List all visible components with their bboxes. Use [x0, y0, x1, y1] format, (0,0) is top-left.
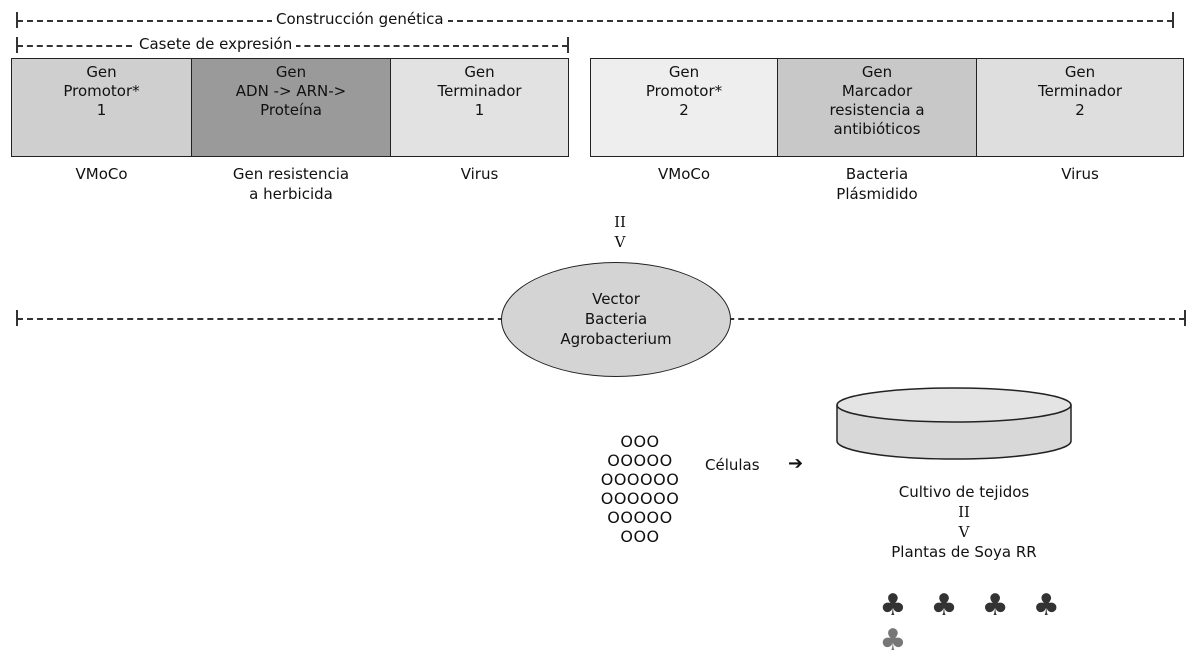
plant-icon: ♣	[879, 588, 907, 623]
gene-box-promotor-2: Gen Promotor* 2	[590, 58, 778, 157]
source-line: Plásmidido	[836, 185, 918, 203]
culture-label: Cultivo de tejidos	[898, 483, 1030, 501]
box-line: Gen	[1064, 63, 1096, 81]
gene-box-promotor-1: Gen Promotor* 1	[11, 58, 192, 157]
plants-row: ♣ ♣ ♣ ♣ ♣	[870, 588, 1110, 658]
cell-row: OOOOOO	[600, 489, 680, 508]
cell-row: OOOOO	[607, 451, 673, 470]
box-line: 1	[96, 101, 107, 119]
gene-box-terminador-2: Gen Terminador 2	[976, 58, 1184, 157]
source-label: Gen resistencia a herbicida	[191, 164, 391, 204]
plant-icon: ♣	[879, 623, 907, 658]
source-line: a herbicida	[249, 185, 333, 203]
plant-icon: ♣	[930, 588, 958, 623]
construct-right-tick	[1172, 12, 1174, 28]
vector-line: Vector	[592, 290, 640, 308]
culture-arrow-head: V	[958, 523, 970, 541]
source-line: VMoCo	[75, 165, 128, 183]
plant-icon: ♣	[981, 588, 1009, 623]
box-line: 2	[1075, 101, 1085, 119]
cell-row: OOO	[620, 527, 660, 546]
plant-icon: ♣	[1032, 588, 1060, 623]
culture-arrow-shaft: II	[958, 503, 970, 521]
box-line: Terminador	[437, 82, 522, 100]
culture-section: Cultivo de tejidos II V Plantas de Soya …	[874, 482, 1054, 562]
source-label: Virus	[390, 164, 569, 184]
vector-line: Bacteria	[584, 310, 648, 328]
box-line: Gen	[275, 63, 307, 81]
gene-box-marcador: Gen Marcador resistencia a antibióticos	[777, 58, 977, 157]
right-arrow-icon: ➔	[788, 453, 804, 474]
source-line: Gen resistencia	[232, 165, 350, 183]
box-line: Marcador	[841, 82, 913, 100]
box-line: Gen	[861, 63, 893, 81]
arrow-head: V	[614, 233, 626, 251]
gene-box-dna-rna-protein: Gen ADN -> ARN-> Proteína	[191, 58, 391, 157]
construct-dashed-line	[17, 20, 1173, 22]
plants-label: Plantas de Soya RR	[891, 543, 1037, 561]
lower-right-tick	[1184, 310, 1186, 326]
cassette-label: Casete de expresión	[135, 35, 297, 53]
vector-ellipse: Vector Bacteria Agrobacterium	[501, 262, 731, 377]
source-label: Virus	[976, 164, 1184, 184]
source-line: Virus	[1061, 165, 1099, 183]
source-line: VMoCo	[657, 165, 711, 183]
gene-box-terminador-1: Gen Terminador 1	[390, 58, 569, 157]
source-label: VMoCo	[11, 164, 192, 184]
cassette-right-tick	[567, 37, 569, 53]
box-line: Promotor*	[63, 82, 140, 100]
box-line: Proteína	[260, 101, 322, 119]
cell-row: OOOOOO	[600, 470, 680, 489]
vector-line: Agrobacterium	[560, 330, 672, 348]
box-line: ADN -> ARN->	[235, 82, 347, 100]
petri-dish-icon	[836, 387, 1072, 460]
box-line: 2	[679, 101, 689, 119]
box-line: 1	[474, 101, 485, 119]
cell-row: OOO	[620, 432, 660, 451]
box-line: antibióticos	[833, 120, 921, 138]
box-line: Terminador	[1037, 82, 1123, 100]
cells-cluster: OOO OOOOO OOOOOO OOOOOO OOOOO OOO	[575, 432, 705, 546]
box-line: Gen	[464, 63, 495, 81]
box-line: resistencia a	[829, 101, 925, 119]
arrow-shaft: II	[614, 213, 626, 231]
down-arrow-top: II V	[590, 212, 650, 252]
source-line: Virus	[460, 165, 499, 183]
construct-label: Construcción genética	[272, 10, 448, 28]
source-line: Bacteria	[845, 165, 909, 183]
box-line: Gen	[668, 63, 700, 81]
box-line: Promotor*	[645, 82, 723, 100]
cells-label: Células	[705, 456, 760, 474]
box-line: Gen	[86, 63, 117, 81]
cell-row: OOOOO	[607, 508, 673, 527]
source-label: VMoCo	[590, 164, 778, 184]
source-label: Bacteria Plásmidido	[777, 164, 977, 204]
